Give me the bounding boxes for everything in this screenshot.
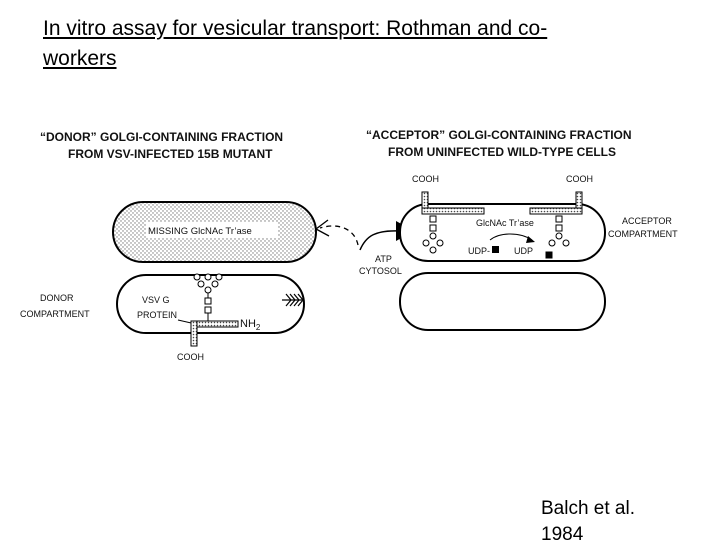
glcnac-square-icon <box>492 246 499 253</box>
udp-glcnac-label: UDP- <box>468 246 490 256</box>
donor-compartment-label-line1: DONOR <box>40 293 74 303</box>
citation: Balch et al. 1984 <box>541 496 635 548</box>
cytosol-label: CYTOSOL <box>359 266 402 276</box>
acceptor-header-line1: “ACCEPTOR” GOLGI-CONTAINING FRACTION <box>366 128 632 142</box>
cooh-left-label: COOH <box>412 174 439 184</box>
citation-line1: Balch et al. <box>541 498 635 519</box>
slide-title: In vitro assay for vesicular transport: … <box>43 14 643 74</box>
udp-label: UDP <box>514 246 533 256</box>
dashed-arrowhead-icon <box>314 219 330 237</box>
acceptor-membrane-protein-left <box>421 191 485 254</box>
vsv-g-label-line2: PROTEIN <box>137 310 177 320</box>
vsv-g-label-line1: VSV G <box>142 295 170 305</box>
acceptor-header-line2: FROM UNINFECTED WILD-TYPE CELLS <box>388 145 616 159</box>
vsv-g-protein <box>177 273 239 347</box>
acceptor-compartment-label-line1: ACCEPTOR <box>622 216 672 226</box>
cooh-donor-label: COOH <box>177 352 204 362</box>
reaction-arrowhead-icon <box>526 236 535 243</box>
missing-enzyme-label: MISSING GlcNAc Tr’ase <box>148 226 252 237</box>
transport-arrow <box>359 230 401 251</box>
vesicle-budding-arrow <box>282 293 304 307</box>
acceptor-membrane-protein-right <box>529 191 583 259</box>
donor-header-line2: FROM VSV-INFECTED 15B MUTANT <box>68 147 273 161</box>
cooh-right-label: COOH <box>566 174 593 184</box>
dashed-return-arrow <box>319 225 359 246</box>
donor-header-line1: “DONOR” GOLGI-CONTAINING FRACTION <box>40 130 283 144</box>
slide-title-line2: workers <box>43 47 117 70</box>
slide-title-line1: In vitro assay for vesicular transport: … <box>43 17 548 40</box>
empty-acceptor-compartment <box>399 272 606 331</box>
acceptor-compartment <box>399 203 606 262</box>
atp-label: ATP <box>375 254 392 264</box>
acceptor-compartment-label-line2: COMPARTMENT <box>608 229 678 239</box>
citation-line2: 1984 <box>541 524 584 545</box>
nh2-label: NH2 <box>240 318 261 332</box>
acceptor-enzyme-label: GlcNAc Tr’ase <box>476 218 534 228</box>
missing-enzyme-label-bg <box>146 222 278 238</box>
donor-compartment-label-line2: COMPARTMENT <box>20 309 90 319</box>
